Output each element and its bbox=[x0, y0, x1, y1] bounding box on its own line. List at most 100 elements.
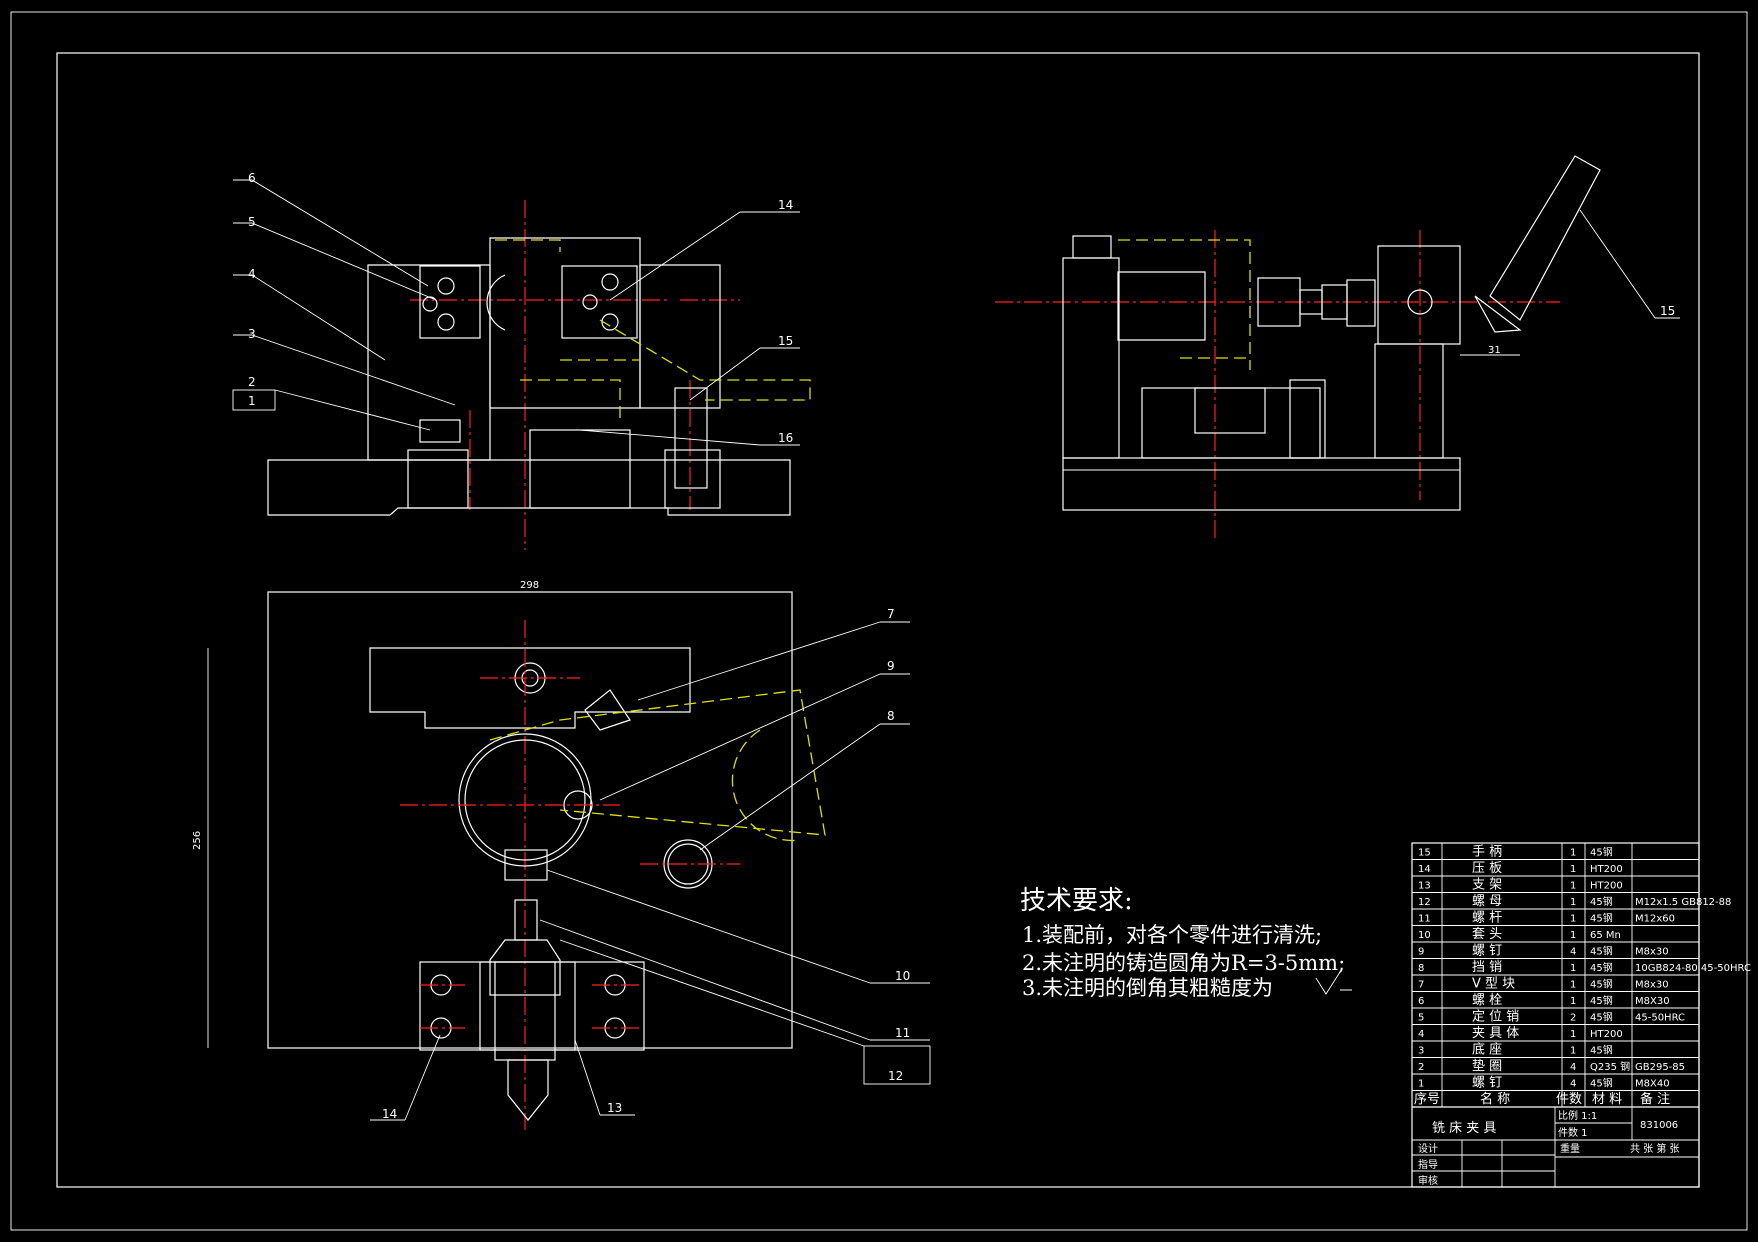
requirement-3: 3.未注明的倒角其粗糙度为 bbox=[1022, 976, 1273, 1000]
table-cell-note: M8X40 bbox=[1635, 1079, 1670, 1090]
requirement-1: 1.装配前，对各个零件进行清洗; bbox=[1022, 923, 1322, 947]
dimension-top-width: 298 bbox=[520, 580, 539, 591]
table-cell-qty: 4 bbox=[1570, 947, 1576, 958]
table-cell-qty: 1 bbox=[1570, 914, 1576, 925]
table-cell-note: 45-50HRC bbox=[1635, 1013, 1685, 1024]
table-cell-name: 压 板 bbox=[1472, 861, 1502, 876]
label-7: 7 bbox=[887, 607, 895, 621]
table-cell-name: 定 位 销 bbox=[1472, 1010, 1519, 1025]
table-cell-qty: 1 bbox=[1570, 848, 1576, 859]
table-cell-no: 6 bbox=[1418, 996, 1424, 1007]
table-cell-name: 螺 栓 bbox=[1472, 993, 1502, 1008]
table-header-name: 名 称 bbox=[1480, 1091, 1510, 1107]
table-cell-note: GB295-85 bbox=[1635, 1062, 1685, 1073]
table-cell-name: 套 头 bbox=[1472, 926, 1502, 942]
table-cell-no: 2 bbox=[1418, 1062, 1424, 1073]
inner-border bbox=[56, 52, 1700, 1188]
table-cell-material: 65 Mn bbox=[1590, 930, 1621, 941]
title-scale: 比例 1:1 bbox=[1558, 1109, 1597, 1122]
table-cell-qty: 1 bbox=[1570, 1029, 1576, 1040]
top-view: 298 256 7 9 8 bbox=[192, 580, 931, 1130]
table-header-note: 备 注 bbox=[1640, 1091, 1670, 1107]
table-cell-name: 螺 钉 bbox=[1472, 944, 1502, 959]
table-cell-no: 3 bbox=[1418, 1046, 1424, 1057]
table-cell-material: Q235 钢 bbox=[1590, 1060, 1630, 1073]
table-cell-material: 45钢 bbox=[1590, 945, 1613, 958]
table-cell-no: 12 bbox=[1418, 897, 1431, 908]
table-cell-no: 14 bbox=[1418, 864, 1431, 875]
front-view: 6 5 4 3 2 1 14 15 16 bbox=[232, 171, 811, 550]
table-cell-qty: 1 bbox=[1570, 864, 1576, 875]
table-cell-no: 1 bbox=[1418, 1079, 1424, 1090]
table-cell-material: HT200 bbox=[1590, 864, 1623, 875]
label-14-top: 14 bbox=[382, 1107, 397, 1121]
label-2: 2 bbox=[248, 375, 256, 389]
table-cell-note: M8x30 bbox=[1635, 980, 1669, 991]
label-5: 5 bbox=[248, 215, 256, 229]
label-10: 10 bbox=[895, 969, 910, 983]
requirements-title: 技术要求: bbox=[1020, 886, 1133, 916]
table-cell-material: 45钢 bbox=[1590, 1044, 1613, 1057]
table-cell-name: 支 架 bbox=[1472, 878, 1502, 893]
table-cell-note: M8X30 bbox=[1635, 996, 1670, 1007]
label-15-side: 15 bbox=[1660, 304, 1675, 318]
table-cell-qty: 1 bbox=[1570, 930, 1576, 941]
table-cell-name: 螺 钉 bbox=[1472, 1076, 1502, 1091]
table-header-material: 材 料 bbox=[1592, 1092, 1622, 1107]
table-cell-qty: 1 bbox=[1570, 1046, 1576, 1057]
title-sheets: 共 张 第 张 bbox=[1630, 1142, 1680, 1155]
dimension-top-height: 256 bbox=[192, 831, 203, 850]
table-cell-material: 45钢 bbox=[1590, 961, 1613, 974]
label-4: 4 bbox=[248, 267, 256, 281]
outer-border bbox=[10, 11, 1748, 1231]
table-cell-no: 9 bbox=[1418, 947, 1424, 958]
label-16: 16 bbox=[778, 431, 793, 445]
table-cell-material: 45钢 bbox=[1590, 994, 1613, 1007]
table-cell-qty: 1 bbox=[1570, 963, 1576, 974]
table-cell-qty: 2 bbox=[1570, 1013, 1576, 1024]
label-9: 9 bbox=[887, 659, 895, 673]
table-cell-name: 螺 母 bbox=[1472, 894, 1502, 909]
table-cell-no: 13 bbox=[1418, 881, 1431, 892]
title-drawing-no: 831006 bbox=[1640, 1120, 1678, 1131]
table-cell-qty: 1 bbox=[1570, 881, 1576, 892]
table-cell-qty: 4 bbox=[1570, 1079, 1576, 1090]
table-cell-material: HT200 bbox=[1590, 881, 1623, 892]
table-cell-material: 45钢 bbox=[1590, 1011, 1613, 1024]
table-cell-material: 45钢 bbox=[1590, 978, 1613, 991]
title-count: 件数 1 bbox=[1558, 1126, 1588, 1139]
side-view: 15 31 bbox=[995, 155, 1680, 540]
table-cell-material: 45钢 bbox=[1590, 895, 1613, 908]
table-cell-name: 底 座 bbox=[1472, 1042, 1502, 1058]
table-cell-qty: 1 bbox=[1570, 897, 1576, 908]
table-header-qty: 件数 bbox=[1556, 1092, 1582, 1107]
title-weight: 重量 bbox=[1560, 1142, 1580, 1155]
label-6: 6 bbox=[248, 171, 256, 185]
requirement-2: 2.未注明的铸造圆角为R=3-5mm; bbox=[1022, 951, 1345, 975]
label-13: 13 bbox=[607, 1101, 622, 1115]
table-cell-qty: 4 bbox=[1570, 1062, 1576, 1073]
table-cell-no: 7 bbox=[1418, 980, 1424, 991]
table-cell-no: 8 bbox=[1418, 963, 1424, 974]
table-cell-name: 挡 销 bbox=[1472, 960, 1502, 975]
title-drawing-name: 铣 床 夹 具 bbox=[1432, 1121, 1496, 1136]
table-cell-note: 10GB824-80 45-50HRC bbox=[1635, 963, 1751, 974]
label-8: 8 bbox=[887, 709, 895, 723]
label-15-front: 15 bbox=[778, 334, 793, 348]
title-review: 审核 bbox=[1418, 1174, 1438, 1187]
table-cell-no: 4 bbox=[1418, 1029, 1424, 1040]
label-12: 12 bbox=[888, 1069, 903, 1083]
table-cell-name: 垫 圈 bbox=[1472, 1058, 1502, 1074]
label-11: 11 bbox=[895, 1026, 910, 1040]
table-cell-material: 45钢 bbox=[1590, 912, 1613, 925]
table-cell-material: 45钢 bbox=[1590, 1077, 1613, 1090]
technical-requirements: 技术要求: 1.装配前，对各个零件进行清洗; 2.未注明的铸造圆角为R=3-5m… bbox=[1020, 886, 1352, 1000]
table-cell-no: 5 bbox=[1418, 1013, 1424, 1024]
table-cell-no: 15 bbox=[1418, 848, 1431, 859]
table-cell-name: 螺 杆 bbox=[1472, 911, 1502, 926]
table-cell-qty: 1 bbox=[1570, 980, 1576, 991]
table-cell-note: M12x60 bbox=[1635, 914, 1675, 925]
table-cell-qty: 1 bbox=[1570, 996, 1576, 1007]
table-cell-no: 11 bbox=[1418, 914, 1431, 925]
